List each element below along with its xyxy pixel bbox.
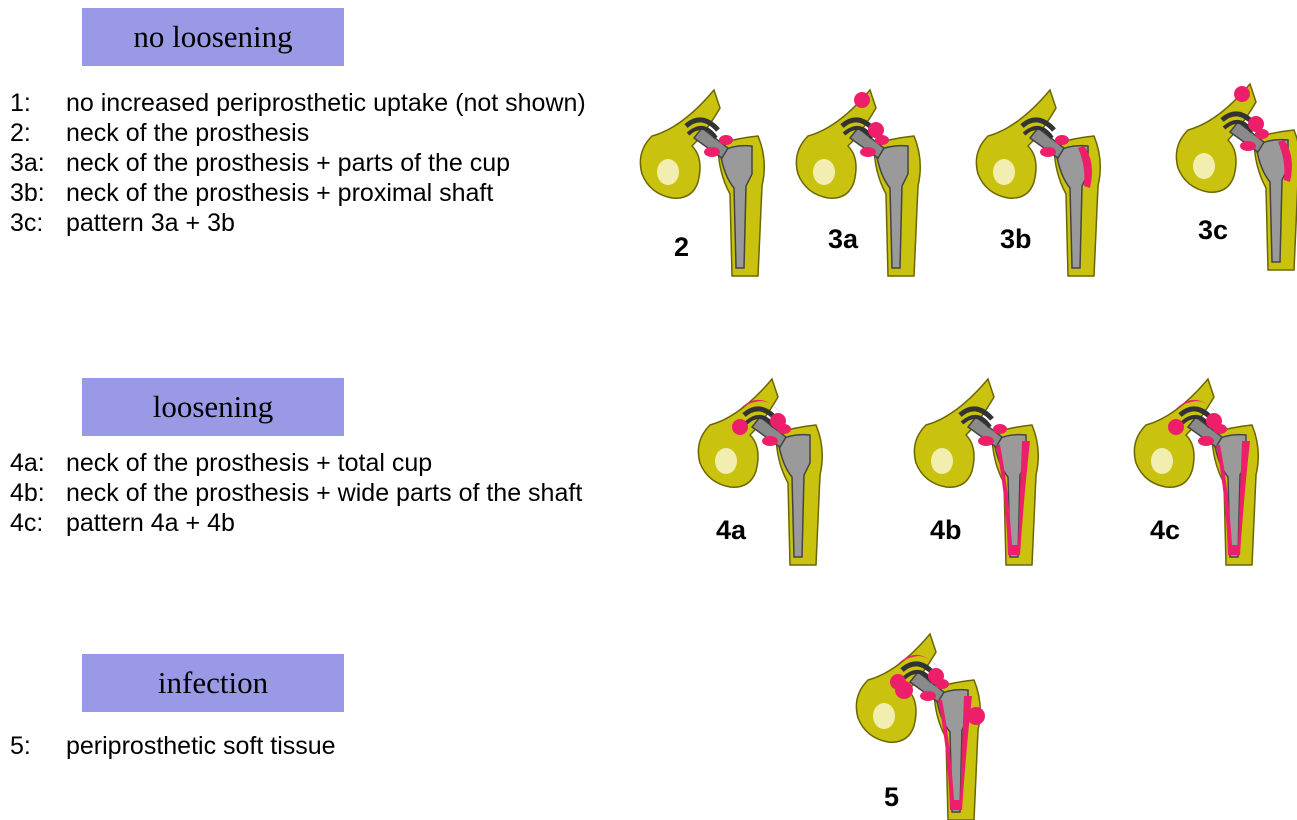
legend-item-2: 2:neck of the prosthesis — [10, 118, 586, 148]
legend-item-1: 1:no increased periprosthetic uptake (no… — [10, 88, 586, 118]
figure-5: 5 — [838, 630, 998, 820]
legend-item-4b: 4b:neck of the prosthesis + wide parts o… — [10, 478, 582, 508]
header-no-loosening: no loosening — [82, 8, 344, 66]
legend-code: 3b: — [10, 178, 66, 208]
hip-prosthesis-illustration — [838, 630, 998, 820]
figure-2: 2 — [622, 86, 782, 276]
legend-text: neck of the prosthesis — [66, 118, 309, 148]
figure-label: 5 — [884, 782, 899, 813]
figure-label: 4b — [930, 515, 962, 546]
figure-label: 4a — [716, 515, 746, 546]
legend-text: no increased periprosthetic uptake (not … — [66, 88, 586, 118]
figure-3a: 3a — [778, 86, 938, 276]
legend-item-3a: 3a:neck of the prosthesis + parts of the… — [10, 148, 586, 178]
figure-4a: 4a — [680, 375, 840, 565]
legend-item-5: 5:periprosthetic soft tissue — [10, 731, 336, 761]
figure-label: 3a — [828, 224, 858, 255]
hip-prosthesis-illustration — [896, 375, 1056, 565]
legend-infection: 5:periprosthetic soft tissue — [10, 731, 336, 761]
legend-code: 4a: — [10, 448, 66, 478]
legend-text: neck of the prosthesis + wide parts of t… — [66, 478, 582, 508]
figure-label: 2 — [674, 232, 689, 263]
hip-prosthesis-illustration — [1116, 375, 1276, 565]
figure-label: 3c — [1198, 215, 1228, 246]
legend-text: pattern 3a + 3b — [66, 208, 235, 238]
figure-label: 3b — [1000, 224, 1032, 255]
figure-4b: 4b — [896, 375, 1056, 565]
legend-text: neck of the prosthesis + proximal shaft — [66, 178, 493, 208]
legend-text: pattern 4a + 4b — [66, 508, 235, 538]
legend-text: periprosthetic soft tissue — [66, 731, 336, 761]
hip-prosthesis-illustration — [958, 86, 1118, 276]
hip-prosthesis-illustration — [622, 86, 782, 276]
hip-prosthesis-illustration — [680, 375, 840, 565]
figure-3c: 3c — [1158, 80, 1297, 270]
figure-label: 4c — [1150, 515, 1180, 546]
legend-item-4a: 4a:neck of the prosthesis + total cup — [10, 448, 582, 478]
legend-code: 5: — [10, 731, 66, 761]
legend-item-3c: 3c:pattern 3a + 3b — [10, 208, 586, 238]
legend-code: 1: — [10, 88, 66, 118]
legend-item-4c: 4c:pattern 4a + 4b — [10, 508, 582, 538]
legend-text: neck of the prosthesis + total cup — [66, 448, 432, 478]
legend-code: 2: — [10, 118, 66, 148]
legend-no-loosening: 1:no increased periprosthetic uptake (no… — [10, 88, 586, 238]
figure-3b: 3b — [958, 86, 1118, 276]
legend-code: 4b: — [10, 478, 66, 508]
legend-code: 4c: — [10, 508, 66, 538]
legend-text: neck of the prosthesis + parts of the cu… — [66, 148, 510, 178]
header-infection: infection — [82, 654, 344, 712]
legend-item-3b: 3b:neck of the prosthesis + proximal sha… — [10, 178, 586, 208]
legend-code: 3c: — [10, 208, 66, 238]
legend-code: 3a: — [10, 148, 66, 178]
figure-4c: 4c — [1116, 375, 1276, 565]
legend-loosening: 4a:neck of the prosthesis + total cup 4b… — [10, 448, 582, 538]
header-loosening: loosening — [82, 378, 344, 436]
